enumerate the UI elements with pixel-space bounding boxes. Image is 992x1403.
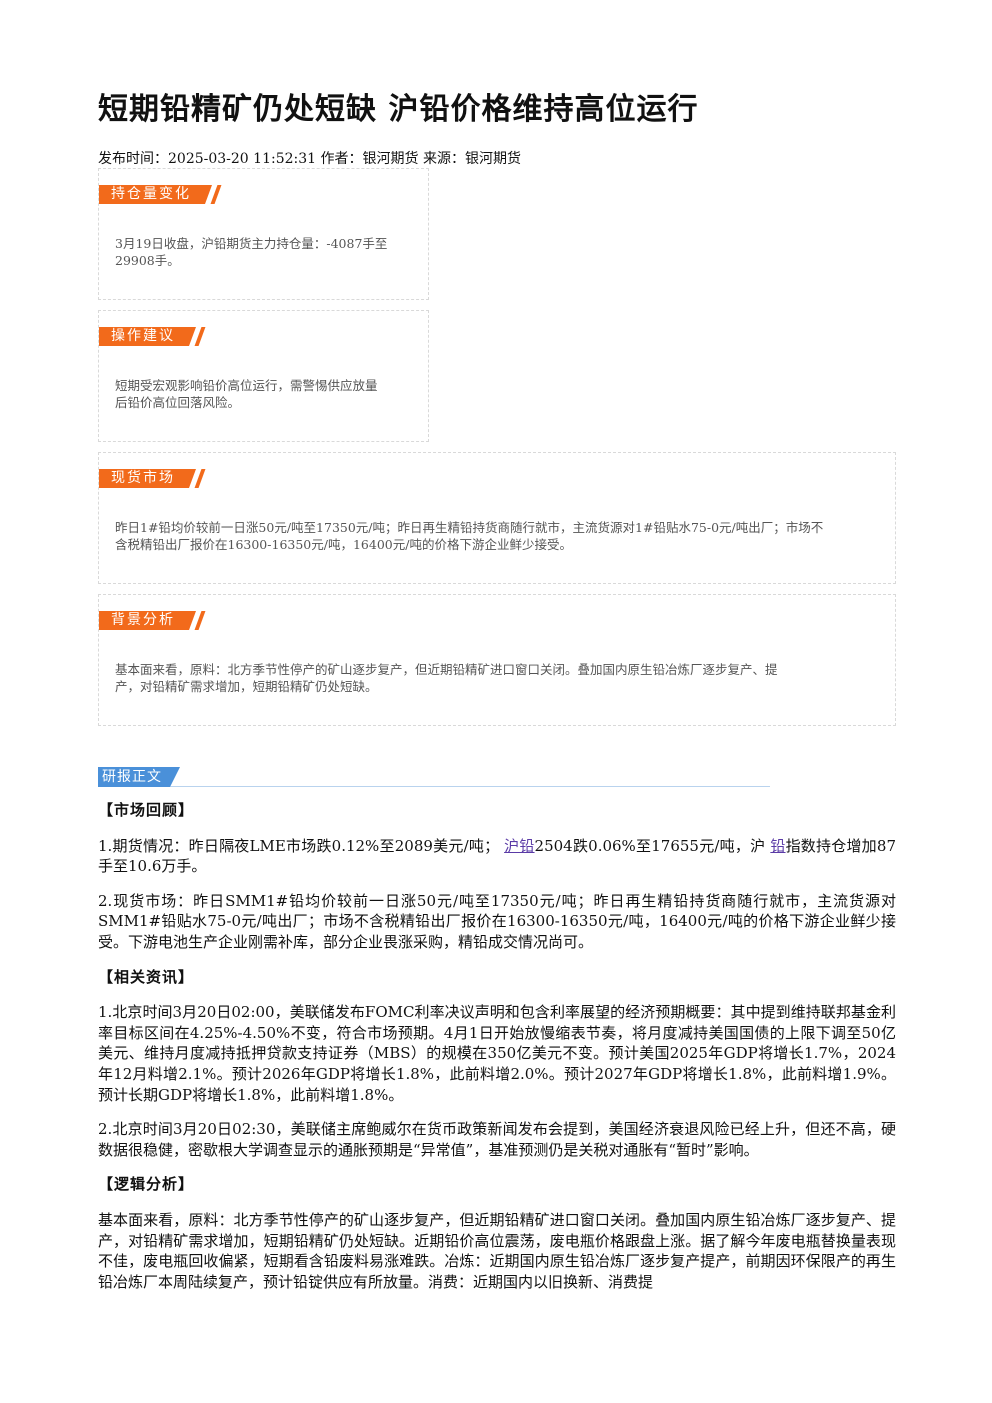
spot-market-tag: 现货市场 (99, 469, 206, 488)
position-change-line-1: 3月19日收盘，沪铅期货主力持仓量：-4087手至 (115, 236, 388, 251)
section-market-review-title: 【市场回顾】 (98, 801, 195, 819)
operation-advice-line-1: 短期受宏观影响铅价高位运行，需警惕供应放量 (115, 378, 378, 393)
background-analysis-line-2: 产，对铅精矿需求增加，短期铅精矿仍处短缺。 (115, 679, 378, 694)
background-analysis-tag: 背景分析 (99, 611, 206, 630)
paragraph-futures: 1.期货情况：昨日隔夜LME市场跌0.12%至2089美元/吨； 沪铅2504跌… (98, 836, 896, 877)
tag-stripe-decoration (194, 327, 206, 346)
paragraph-fomc: 1.北京时间3月20日02:00，美联储发布FOMC利率决议声明和包含利率展望的… (98, 1003, 896, 1104)
position-change-card: 持仓量变化 3月19日收盘，沪铅期货主力持仓量：-4087手至 29908手。 (98, 168, 429, 300)
source-label: 来源： (422, 151, 465, 167)
position-change-tag-label: 持仓量变化 (111, 186, 191, 202)
publish-label: 发布时间： (98, 151, 168, 167)
source-name: 银河期货 (464, 151, 521, 167)
article-meta: 发布时间：2025-03-20 11:52:31 作者：银河期货 来源：银河期货 (98, 148, 521, 168)
paragraph-logic: 基本面来看，原料：北方季节性停产的矿山逐步复产，但近期铅精矿进口窗口关闭。叠加国… (98, 1210, 896, 1291)
background-analysis-text: 基本面来看，原料：北方季节性停产的矿山逐步复产，但近期铅精矿进口窗口关闭。叠加国… (115, 661, 883, 695)
link-shanghai-lead[interactable]: 沪铅 (504, 836, 535, 855)
background-analysis-card: 背景分析 基本面来看，原料：北方季节性停产的矿山逐步复产，但近期铅精矿进口窗口关… (98, 594, 896, 726)
futures-text-b: 2504跌0.06%至17655元/吨，沪 (534, 836, 766, 855)
publish-time: 2025-03-20 11:52:31 (168, 151, 317, 167)
futures-text-c: 指数持仓增加87手至10.6万手。 (98, 836, 896, 876)
author-label: 作者： (320, 151, 363, 167)
spot-market-card: 现货市场 昨日1#铅均价较前一日涨50元/吨至17350元/吨；昨日再生精铅持货… (98, 452, 896, 584)
report-body-header: 研报正文 (98, 766, 770, 787)
spot-market-line-1: 昨日1#铅均价较前一日涨50元/吨至17350元/吨；昨日再生精铅持货商随行就市… (115, 520, 824, 535)
background-analysis-line-1: 基本面来看，原料：北方季节性停产的矿山逐步复产，但近期铅精矿进口窗口关闭。叠加国… (115, 662, 778, 677)
section-related-news-title: 【相关资讯】 (98, 967, 195, 986)
operation-advice-card: 操作建议 短期受宏观影响铅价高位运行，需警惕供应放量 后铅价高位回落风险。 (98, 310, 429, 442)
paragraph-powell: 2.北京时间3月20日02:30，美联储主席鲍威尔在货币政策新闻发布会提到，美国… (98, 1120, 896, 1159)
article-title: 短期铅精矿仍处短缺 沪铅价格维持高位运行 (98, 92, 699, 127)
link-lead[interactable]: 铅 (770, 836, 786, 855)
background-analysis-tag-label: 背景分析 (111, 612, 175, 628)
tag-stripe-decoration (194, 469, 206, 488)
section-logic-analysis-title: 【逻辑分析】 (98, 1175, 195, 1194)
spot-market-tag-label: 现货市场 (111, 470, 175, 486)
position-change-line-2: 29908手。 (115, 253, 180, 268)
operation-advice-text: 短期受宏观影响铅价高位运行，需警惕供应放量 后铅价高位回落风险。 (115, 377, 415, 411)
tag-stripe-decoration (210, 185, 222, 204)
futures-text-a: 1.期货情况：昨日隔夜LME市场跌0.12%至2089美元/吨； (98, 836, 500, 855)
spot-market-line-2: 含税精铅出厂报价在16300-16350元/吨，16400元/吨的价格下游企业鲜… (115, 537, 572, 552)
report-body: 【市场回顾】 1.期货情况：昨日隔夜LME市场跌0.12%至2089美元/吨； … (98, 800, 896, 1306)
operation-advice-tag: 操作建议 (99, 327, 206, 346)
paragraph-spot: 2.现货市场：昨日SMM1#铅均价较前一日涨50元/吨至17350元/吨；昨日再… (98, 891, 896, 951)
author-name: 银河期货 (362, 151, 419, 167)
spot-market-text: 昨日1#铅均价较前一日涨50元/吨至17350元/吨；昨日再生精铅持货商随行就市… (115, 519, 883, 553)
position-change-text: 3月19日收盘，沪铅期货主力持仓量：-4087手至 29908手。 (115, 235, 415, 269)
report-body-tag: 研报正文 (98, 767, 180, 787)
operation-advice-line-2: 后铅价高位回落风险。 (115, 395, 241, 410)
operation-advice-tag-label: 操作建议 (111, 328, 175, 344)
position-change-tag: 持仓量变化 (99, 185, 222, 204)
tag-stripe-decoration (194, 611, 206, 630)
